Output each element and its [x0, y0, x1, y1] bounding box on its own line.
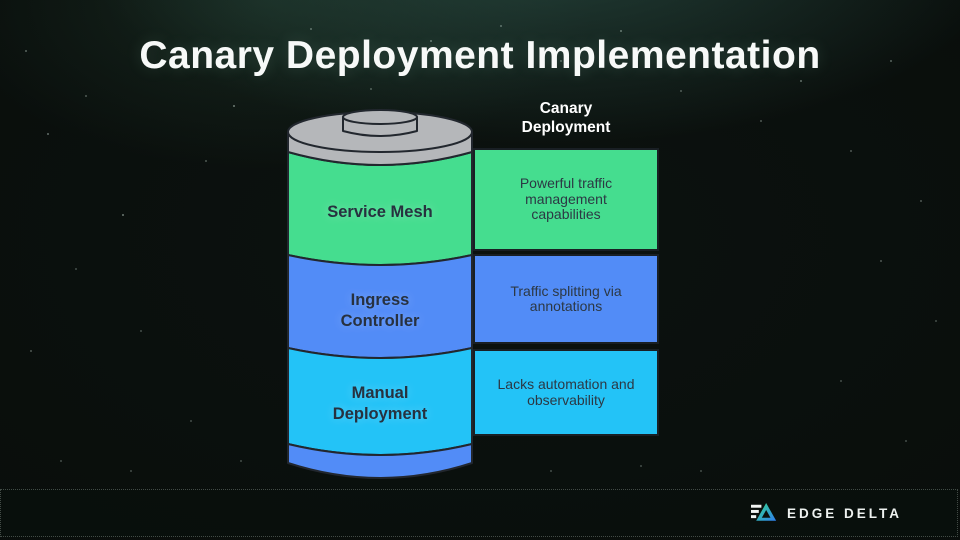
- logo-bar: [750, 504, 762, 508]
- comparison-card-text: Traffic splitting via annotations: [510, 282, 622, 314]
- brand-name: EDGE DELTA: [786, 505, 902, 521]
- battery-cap-knob-top: [342, 109, 418, 125]
- battery-label-service-mesh: Service Mesh: [327, 203, 433, 221]
- comparison-card-text: Powerful traffic management capabilities: [519, 175, 613, 223]
- logo-bar: [750, 515, 757, 519]
- comparison-card-text: Lacks automation and observability: [497, 376, 635, 408]
- battery-label-manual-deployment: Manual Deployment: [332, 384, 428, 423]
- logo-triangle-hole: [761, 509, 771, 518]
- battery-diagram: [287, 109, 473, 479]
- comparison-card-manual-deployment: Lacks automation and observability: [473, 349, 659, 436]
- comparison-card-service-mesh: Powerful traffic management capabilities: [473, 148, 659, 251]
- battery-label-ingress-controller: Ingress Controller: [340, 291, 420, 330]
- comparison-column-header: Canary Deployment: [521, 100, 611, 136]
- logo-bar: [750, 509, 759, 513]
- starfield: [0, 0, 2, 2]
- comparison-card-ingress-controller: Traffic splitting via annotations: [473, 254, 659, 344]
- footer: EDGE DELTA: [0, 489, 958, 537]
- page-title: Canary Deployment Implementation: [139, 34, 821, 77]
- battery-base: [287, 443, 473, 479]
- edge-delta-logo: [750, 503, 777, 521]
